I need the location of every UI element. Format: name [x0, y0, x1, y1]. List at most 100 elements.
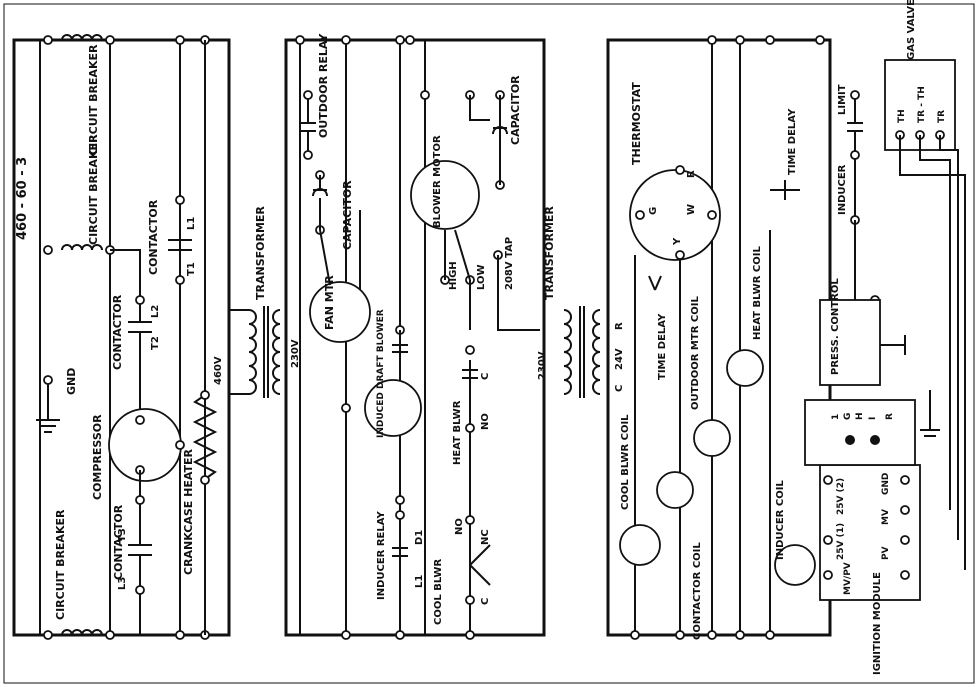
heat-blwr-no-label: NO [480, 413, 491, 430]
tr1-secondary-label: 230V [290, 339, 301, 368]
gv-th: TH [897, 109, 907, 123]
cool-blwr-nc-label: NC [480, 529, 491, 545]
tr2-secondary-label: 24V [614, 348, 625, 370]
cool-blwr-coil-label: COOL BLWR COIL [620, 414, 631, 510]
panel-2-box [284, 38, 546, 637]
transformer-2-secondary [592, 309, 601, 395]
gas-valve-wires [899, 135, 966, 570]
supply-label: 460 - 60 - 3 [15, 157, 30, 240]
term-l3: L3 [117, 577, 128, 590]
ground-3-symbol [920, 390, 940, 437]
cool-blwr-relay-symbol [469, 544, 491, 586]
contactor-l2-symbol [128, 300, 152, 420]
fan-motor-symbol [309, 281, 371, 343]
im-pv: PV [881, 546, 891, 560]
contactor-l1-label: CONTACTOR [147, 199, 160, 275]
panel-1-box [12, 38, 231, 637]
page-border [3, 3, 975, 684]
im-mv: MV [881, 509, 891, 525]
outdoor-relay-label: OUTDOOR RELAY [317, 33, 330, 138]
high-label: HIGH [448, 261, 459, 290]
im-25v-2: 25V (2) [836, 478, 846, 515]
circuit-breaker-bottom-label: CIRCUIT BREAKER [54, 509, 67, 620]
contactor-coil-label: CONTACTOR COIL [692, 542, 703, 640]
low-label: LOW [476, 264, 487, 290]
thermostat-label: THERMOSTAT [630, 82, 643, 165]
term-t2: T2 [150, 336, 161, 350]
compressor-label: COMPRESSOR [91, 414, 104, 500]
tstat-r: R [686, 170, 697, 178]
heat-blwr-label: HEAT BLWR [452, 400, 463, 465]
cool-blwr-no-label: NO [454, 518, 465, 535]
tstat-g: G [648, 207, 659, 215]
compressor-symbol [108, 408, 182, 482]
gv-tr: TR [937, 110, 947, 123]
time-delay-1-symbol [648, 275, 662, 291]
induced-draft-blower-symbol [364, 379, 422, 437]
ground-label: GND [65, 368, 78, 395]
transformer-2-label: TRANSFORMER [543, 206, 556, 300]
inducer-relay-symbol [392, 500, 408, 600]
circuit-breaker-mid-label: CIRCUIT BREAKER [87, 134, 100, 245]
side-term-g: G [843, 413, 853, 420]
inducer-relay-label: INDUCER RELAY [376, 510, 387, 600]
time-delay-2-label: TIME DELAY [787, 108, 798, 175]
heat-blwr-coil-label: HEAT BLWR COIL [752, 246, 763, 340]
blower-capacitor-symbol [469, 95, 508, 185]
wire-l2 [110, 249, 141, 300]
term-l2: L2 [150, 305, 161, 318]
contactor-coil-symbol [656, 471, 694, 509]
side-term-i: I [868, 417, 878, 420]
term-t3: T3 [117, 528, 128, 542]
blower-motor-label: BLOWER MOTOR [432, 135, 443, 228]
terminal-block [804, 399, 916, 466]
transformer-1-secondary [272, 309, 281, 395]
cool-blwr-c-label: C [480, 598, 491, 605]
transformer-1-label: TRANSFORMER [254, 206, 267, 300]
time-delay-1-label: TIME DELAY [657, 313, 668, 380]
crankcase-heater-symbol [192, 394, 218, 480]
fan-capacitor-label: CAPACITOR [341, 180, 354, 250]
outdoor-mtr-coil-label: OUTDOOR MTR COIL [690, 296, 701, 410]
inducer-relay-l1-label: L1 [414, 575, 425, 588]
limit-label: LIMIT [837, 84, 848, 115]
transformer-1-primary [248, 309, 257, 395]
contactor-l3-label: CONTACTOR [112, 504, 125, 580]
im-mvpv: MV/PV [843, 562, 853, 595]
im-gnd: GND [881, 473, 891, 495]
panel-3-wires [634, 40, 771, 635]
tap-label: 208V TAP [504, 237, 515, 290]
term-t1: T1 [186, 262, 197, 276]
heat-blwr-coil-symbol [726, 349, 764, 387]
term-l1: L1 [186, 217, 197, 230]
limit-switch-symbol [847, 95, 863, 220]
tstat-y: Y [672, 237, 683, 246]
contactor-l2-label: CONTACTOR [111, 294, 124, 370]
side-term-r: R [885, 413, 895, 420]
inducer-switch-label: INDUCER [837, 164, 848, 215]
inducer-coil-label: INDUCER COIL [775, 480, 786, 560]
side-term-1: 1 [831, 414, 841, 420]
cool-blwr-label: COOL BLWR [433, 559, 444, 625]
press-control-box [819, 299, 881, 386]
tr1-primary-label: 460V [213, 356, 224, 385]
inducer-relay-d1-label: D1 [414, 530, 425, 545]
gas-valve-label: GAS VALVE [906, 0, 917, 60]
fan-motor-label: FAN MTR [323, 275, 336, 330]
cool-blwr-coil-symbol [619, 524, 661, 566]
outdoor-relay-symbol [300, 95, 316, 155]
outdoor-mtr-coil-symbol [693, 419, 731, 457]
tstat-w: W [686, 204, 697, 215]
gv-trth: TR - TH [917, 86, 927, 123]
blower-capacitor-label: CAPACITOR [509, 75, 522, 145]
inducer-coil-symbol [774, 544, 816, 586]
press-control-label: PRESS. CONTROL [830, 278, 841, 375]
heat-blwr-c-label: C [480, 373, 491, 380]
thermostat-symbol [629, 169, 721, 261]
time-delay-2-symbol [770, 180, 800, 200]
ground-2-symbol [392, 330, 408, 353]
ignition-module-label: IGNITION MODULE [872, 572, 883, 675]
contactor-l3-symbol [128, 500, 152, 635]
transformer-2-primary [563, 309, 572, 395]
